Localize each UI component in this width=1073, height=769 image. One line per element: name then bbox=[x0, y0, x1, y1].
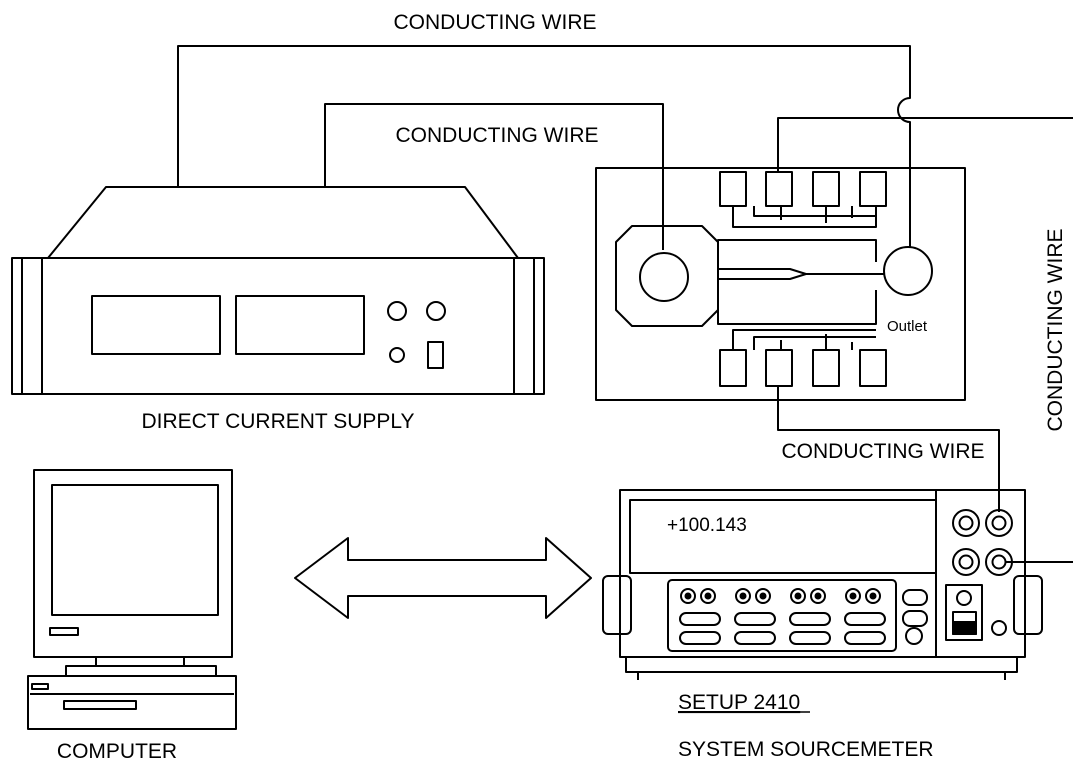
terminal-1 bbox=[952, 509, 980, 537]
label-dc-supply: DIRECT CURRENT SUPPLY bbox=[141, 410, 414, 433]
meter-bracket-left bbox=[602, 575, 632, 635]
monitor-stand bbox=[95, 657, 185, 667]
dc-supply-bracket-right bbox=[513, 257, 545, 395]
meter-display-value: +100.143 bbox=[667, 515, 747, 536]
wire-supply-to-inlet bbox=[324, 103, 664, 250]
label-computer: COMPUTER bbox=[57, 740, 177, 763]
label-setup: SETUP 2410 bbox=[678, 691, 800, 714]
bidirectional-arrow bbox=[294, 537, 592, 619]
sourcemeter-device bbox=[602, 489, 1043, 680]
meter-display bbox=[629, 499, 937, 574]
meter-side-key-2 bbox=[902, 610, 928, 627]
label-sourcemeter: SYSTEM SOURCEMETER bbox=[678, 738, 934, 761]
electrode-pad-top-2 bbox=[765, 171, 793, 207]
dc-supply-display-right bbox=[235, 295, 365, 355]
label-wire-right: CONDUCTING WIRE bbox=[1044, 229, 1067, 432]
drive-button bbox=[31, 683, 49, 690]
label-outlet: Outlet bbox=[887, 318, 928, 335]
electrode-pad-bottom-4 bbox=[859, 349, 887, 387]
electrode-pad-bottom-3 bbox=[812, 349, 840, 387]
dc-supply-switch bbox=[427, 341, 444, 369]
electrode-pad-top-3 bbox=[812, 171, 840, 207]
wire-bottom-pad-to-meter bbox=[777, 386, 1000, 512]
terminal-2 bbox=[985, 509, 1013, 537]
keypad-round-keys bbox=[680, 588, 881, 604]
electrode-leads-top bbox=[717, 206, 877, 262]
dc-supply-top bbox=[47, 186, 519, 259]
electrode-pad-top-1 bbox=[719, 171, 747, 207]
meter-small-knob bbox=[991, 620, 1007, 636]
dc-supply-knob-3 bbox=[389, 347, 405, 363]
meter-keypad bbox=[667, 579, 897, 652]
chip-substrate bbox=[595, 167, 966, 401]
dc-supply-device bbox=[11, 186, 545, 395]
power-switch-indicator bbox=[956, 590, 972, 606]
microchannel bbox=[718, 268, 807, 280]
cpu-case bbox=[27, 675, 237, 730]
label-wire-top: CONDUCTING WIRE bbox=[394, 11, 597, 34]
dc-supply-knob-2 bbox=[426, 301, 446, 321]
dc-supply-body bbox=[21, 257, 535, 395]
electrode-pad-bottom-1 bbox=[719, 349, 747, 387]
stand-base bbox=[65, 665, 217, 677]
meter-side-key-1 bbox=[902, 589, 928, 606]
power-switch-frame bbox=[945, 584, 983, 641]
keypad-oval-keys bbox=[679, 612, 886, 645]
dc-supply-bracket-left bbox=[11, 257, 43, 395]
conducting-wires bbox=[177, 45, 1073, 563]
drive-slot bbox=[63, 700, 137, 710]
terminal-4 bbox=[985, 548, 1013, 576]
dc-supply-knob-1 bbox=[387, 301, 407, 321]
meter-feet bbox=[625, 657, 1018, 680]
electrode-pad-top-4 bbox=[859, 171, 887, 207]
wire-top-pad-right bbox=[777, 117, 1073, 172]
inlet-port bbox=[639, 252, 689, 302]
outlet-port bbox=[883, 246, 933, 296]
meter-body bbox=[619, 489, 1026, 658]
label-wire-mid: CONDUCTING WIRE bbox=[396, 124, 599, 147]
dc-supply-display-left bbox=[91, 295, 221, 355]
chip-device bbox=[595, 167, 966, 401]
computer-device bbox=[27, 469, 237, 730]
monitor-screen bbox=[51, 484, 219, 616]
electrode-pad-bottom-2 bbox=[765, 349, 793, 387]
label-wire-bottom: CONDUCTING WIRE bbox=[782, 440, 985, 463]
meter-bracket-right bbox=[1013, 575, 1043, 635]
inlet-reservoir bbox=[615, 225, 719, 327]
terminal-3 bbox=[952, 548, 980, 576]
electrode-leads-bottom bbox=[717, 290, 877, 350]
monitor-button bbox=[49, 627, 79, 636]
wire-supply-to-outlet bbox=[177, 45, 911, 248]
meter-side-knob bbox=[905, 627, 923, 645]
monitor-frame bbox=[33, 469, 233, 658]
